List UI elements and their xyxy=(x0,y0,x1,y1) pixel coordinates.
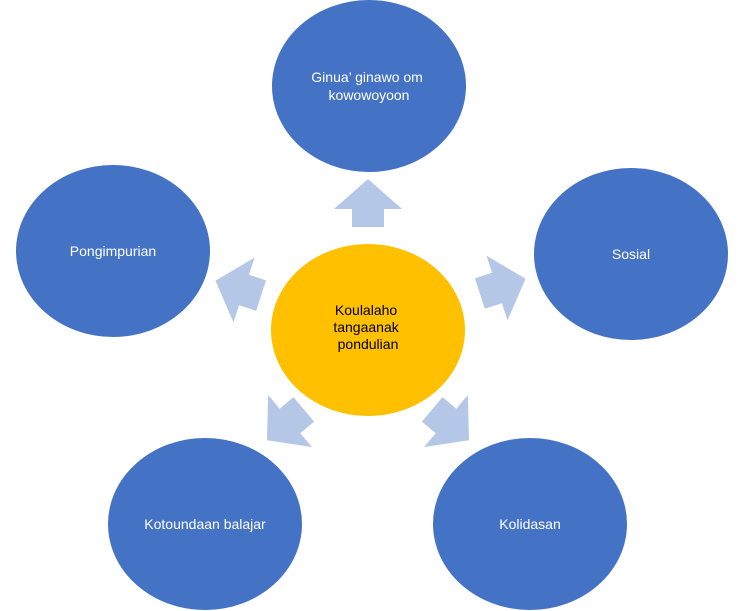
center-node-line-1: Koulalaho xyxy=(335,302,397,318)
node-left: Pongimpurian xyxy=(16,165,210,337)
node-bottom-right: Kolidasan xyxy=(433,438,627,610)
node-bottom-right-circle xyxy=(433,438,627,610)
node-bottom-left: Kotoundaan balajar xyxy=(108,438,302,610)
node-bottom-right-line-1: Kolidasan xyxy=(499,516,561,532)
node-right-line-1: Sosial xyxy=(612,246,650,262)
arrow-to-top xyxy=(334,179,402,227)
arrow-to-bottom-left xyxy=(267,394,315,448)
arrow-shape xyxy=(215,257,267,323)
node-top-circle xyxy=(272,0,466,172)
node-left-circle xyxy=(16,165,210,337)
node-left-label: Pongimpurian xyxy=(70,243,156,259)
node-top-line-2: kowowoyoon xyxy=(329,87,410,103)
center-node-circle xyxy=(271,244,465,416)
node-top-label: Ginua’ ginawo om kowowoyoon xyxy=(311,69,426,103)
node-top: Ginua’ ginawo om kowowoyoon xyxy=(272,0,466,172)
node-bottom-left-circle xyxy=(108,438,302,610)
arrow-shape xyxy=(474,255,526,321)
arrow-shape xyxy=(334,179,402,227)
node-right-label: Sosial xyxy=(612,246,650,262)
node-right-circle xyxy=(534,168,728,340)
arrow-to-right xyxy=(474,255,526,321)
arrow-to-left xyxy=(215,257,267,323)
arrow-shape xyxy=(421,394,469,448)
node-bottom-left-label: Kotoundaan balajar xyxy=(144,516,266,532)
node-left-line-1: Pongimpurian xyxy=(70,243,156,259)
node-top-line-1: Ginua’ ginawo om xyxy=(311,69,423,85)
node-bottom-right-label: Kolidasan xyxy=(499,516,561,532)
center-node: Koulalaho tangaanak pondulian xyxy=(271,244,465,416)
node-bottom-left-line-1: Kotoundaan balajar xyxy=(144,516,266,532)
center-node-label: Koulalaho tangaanak pondulian xyxy=(333,302,402,352)
arrow-to-bottom-right xyxy=(421,394,469,448)
arrow-shape xyxy=(267,394,315,448)
center-node-line-3: pondulian xyxy=(338,336,399,352)
center-node-line-2: tangaanak xyxy=(333,319,399,335)
node-right: Sosial xyxy=(534,168,728,340)
